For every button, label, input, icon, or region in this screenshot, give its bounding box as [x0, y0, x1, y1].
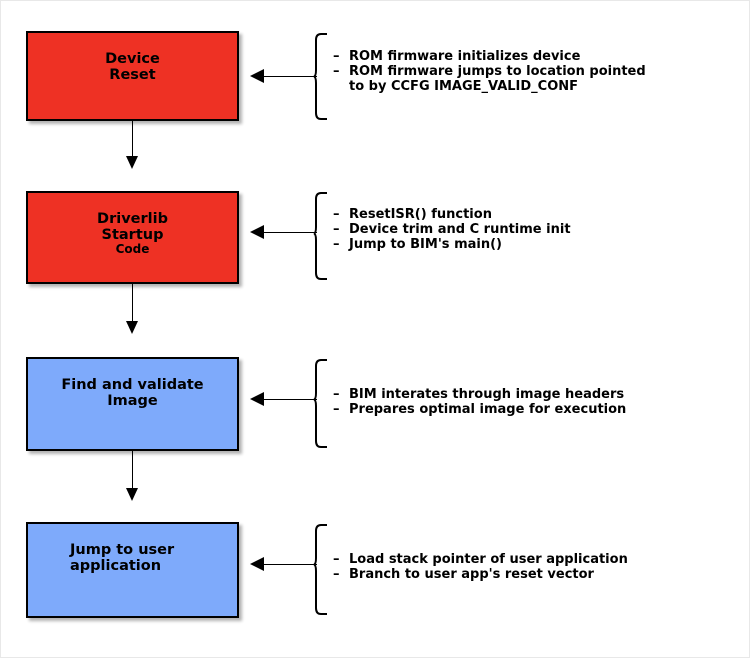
process-node-label: Device Reset [105, 51, 160, 84]
annotation-driverlib-startup-notes: – ResetISR() function – Device trim and … [333, 207, 571, 252]
callout-line-device-reset [264, 76, 317, 77]
annotation-item: – Branch to user app's reset vector [333, 567, 594, 583]
callout-line-find-validate [264, 399, 317, 400]
bullet-dash-icon: – [333, 64, 340, 80]
connector-arrowhead-reset-to-startup [126, 156, 138, 169]
process-node-label-sub: Code [115, 242, 150, 257]
callout-bracket-jump-user-app [313, 523, 329, 616]
annotation-item: – ROM firmware initializes device [333, 49, 581, 64]
callout-line-jump-user-app [264, 564, 317, 565]
connector-line-reset-to-startup [132, 121, 133, 159]
callout-arrowhead-find-validate [250, 392, 264, 406]
process-node-find-and-validate-image[interactable]: Find and validate Image [26, 357, 239, 451]
process-node-jump-to-user-application[interactable]: Jump to user application [26, 522, 239, 618]
bullet-dash-icon: – [333, 222, 340, 238]
process-node-label: Jump to user application [70, 542, 175, 575]
annotation-item: – Device trim and C runtime init [333, 222, 571, 238]
annotation-jump-user-app-notes: – Load stack pointer of user application… [333, 552, 628, 582]
process-node-device-reset[interactable]: Device Reset [26, 31, 239, 121]
annotation-device-reset-notes: – ROM firmware initializes device – ROM … [333, 49, 646, 94]
connector-line-find-to-jump [132, 451, 133, 489]
bullet-dash-icon: – [333, 207, 340, 222]
annotation-item: – Load stack pointer of user application [333, 552, 628, 567]
callout-bracket-find-validate [313, 358, 329, 449]
callout-arrowhead-driverlib-startup [250, 225, 264, 239]
bullet-dash-icon: – [333, 552, 340, 567]
callout-line-driverlib-startup [264, 232, 317, 233]
bullet-dash-icon: – [333, 567, 340, 583]
annotation-item: – Jump to BIM's main() [333, 237, 502, 253]
bullet-dash-icon: – [333, 49, 340, 64]
bullet-dash-icon: – [333, 237, 340, 253]
annotation-item: – Prepares optimal image for execution [333, 402, 627, 418]
annotation-item: – ResetISR() function [333, 207, 492, 222]
annotation-find-validate-notes: – BIM interates through image headers – … [333, 387, 626, 417]
process-node-label-main: Driverlib Startup [97, 211, 168, 244]
callout-arrowhead-device-reset [250, 69, 264, 83]
bullet-dash-icon: – [333, 402, 340, 418]
bullet-dash-icon: – [333, 387, 340, 402]
annotation-item: – ROM firmware jumps to location pointed… [333, 64, 646, 95]
connector-line-startup-to-find [132, 284, 133, 322]
callout-bracket-device-reset [313, 32, 329, 121]
connector-arrowhead-startup-to-find [126, 321, 138, 334]
annotation-item: – BIM interates through image headers [333, 387, 625, 402]
process-node-label: Find and validate Image [61, 377, 204, 410]
callout-bracket-driverlib-startup [313, 191, 329, 281]
callout-arrowhead-jump-user-app [250, 557, 264, 571]
connector-arrowhead-find-to-jump [126, 488, 138, 501]
